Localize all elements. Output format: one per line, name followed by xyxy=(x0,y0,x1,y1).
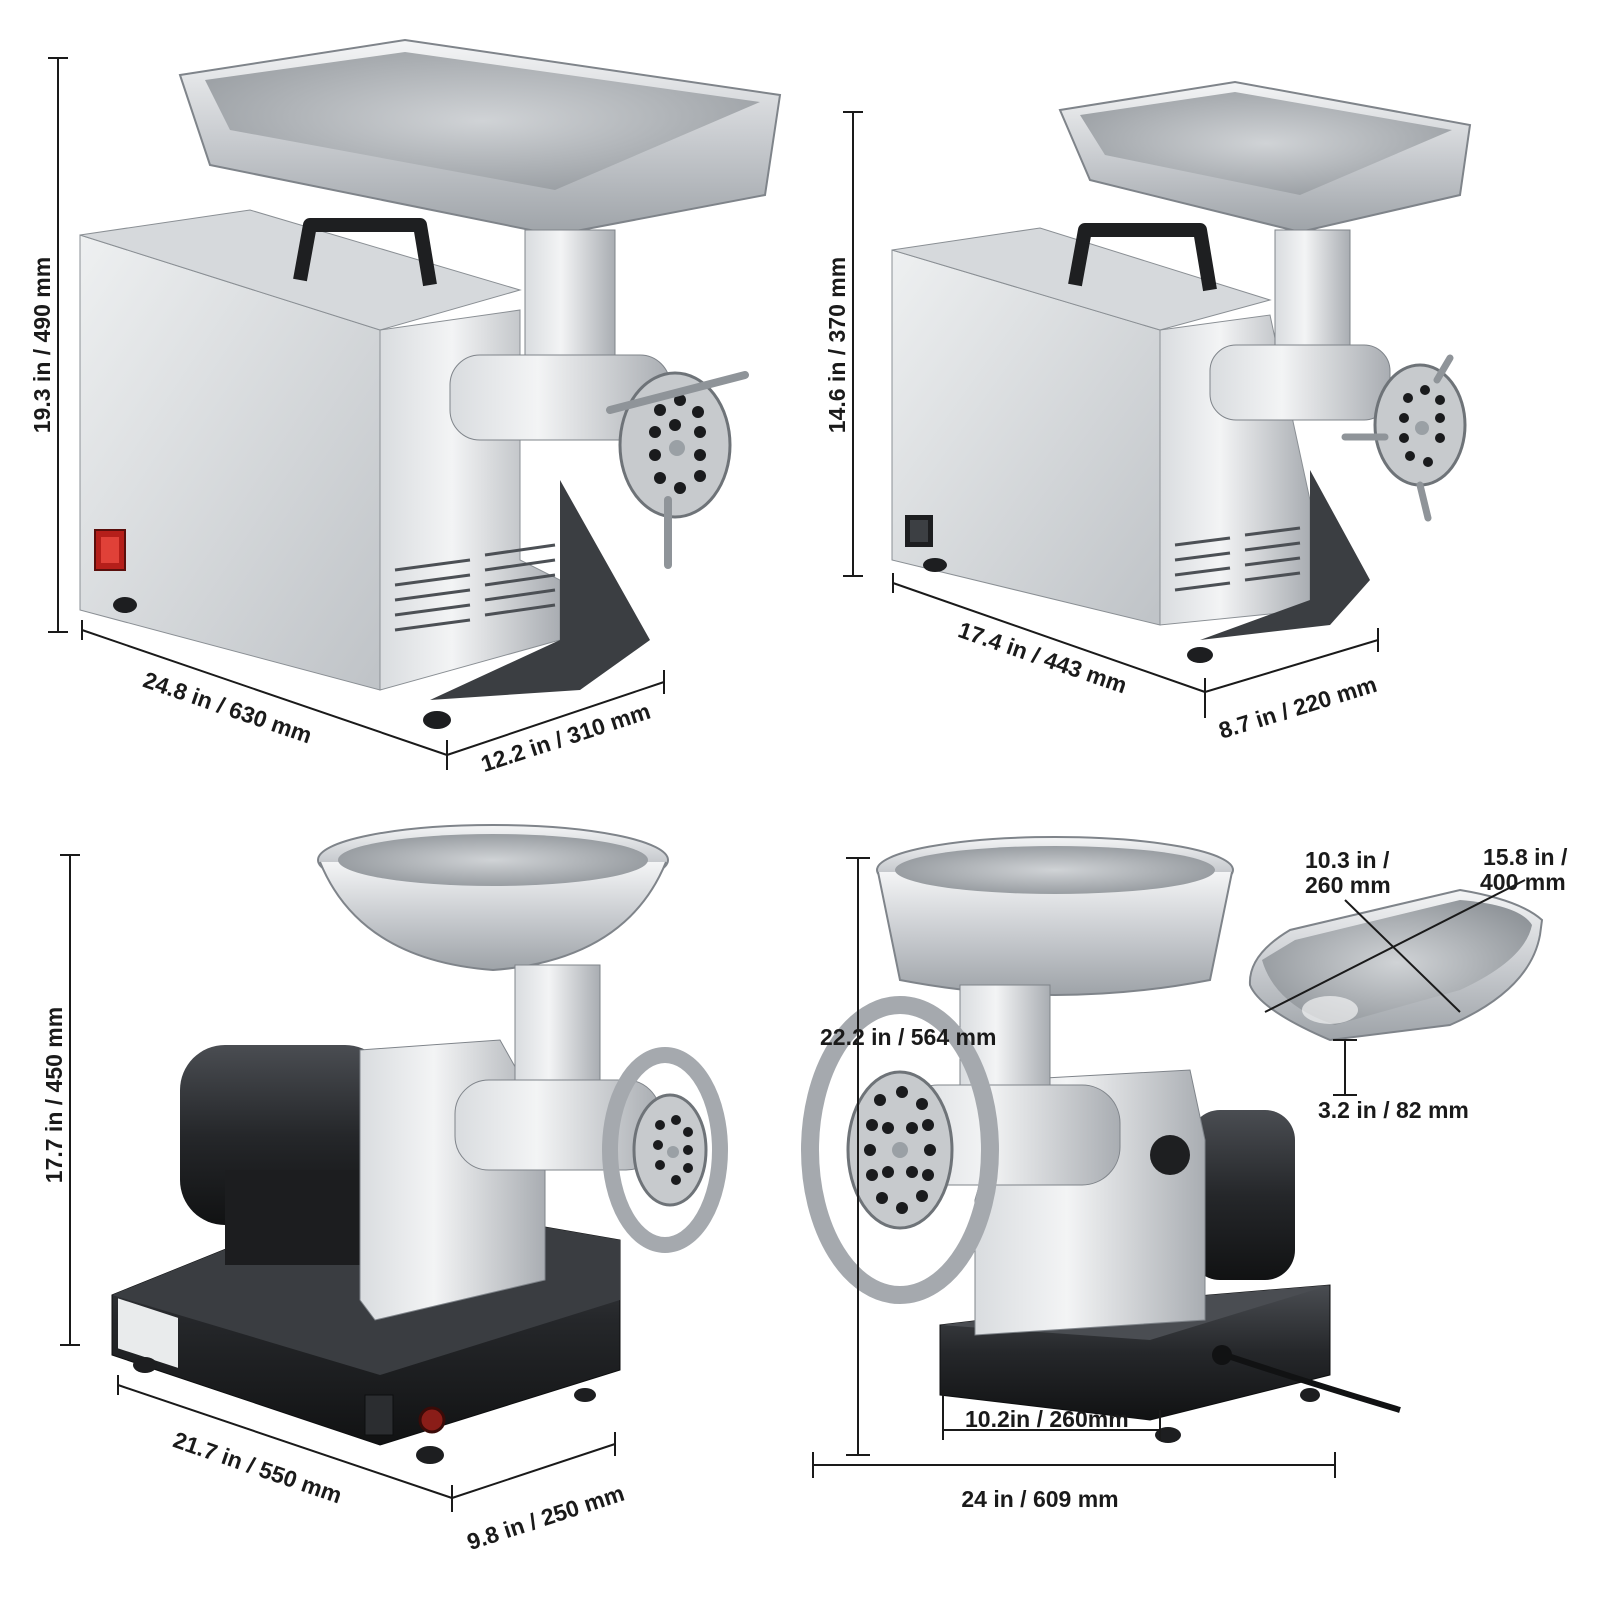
front-grinder-base-width-label: 10.2in / 260mm xyxy=(965,1406,1129,1432)
front-grinder-height-label: 22.2 in / 564 mm xyxy=(820,1024,996,1050)
tray-length-label-line2: 400 mm xyxy=(1480,869,1566,895)
tray-depth-label-line1: 10.3 in / xyxy=(1305,847,1390,873)
front-grinder-illustration xyxy=(801,836,1401,1443)
front-grinder-dimensions: 22.2 in / 564 mm 10.2in / 260mm 24 in / … xyxy=(812,844,1568,1512)
black-base-grinder-illustration xyxy=(111,824,728,1464)
feed-tray-icon xyxy=(1248,888,1544,1042)
compact-grinder-illustration xyxy=(891,80,1472,663)
large-grinder-width-label: 12.2 in / 310 mm xyxy=(478,698,654,777)
grinder-plate-icon xyxy=(618,371,732,519)
large-grinder-illustration xyxy=(79,38,782,729)
large-grinder-length-label: 24.8 in / 630 mm xyxy=(140,666,315,748)
large-grinder-height-label: 19.3 in / 490 mm xyxy=(29,257,55,433)
tray-length-label-line1: 15.8 in / xyxy=(1483,844,1568,870)
power-switch-icon xyxy=(364,1394,446,1436)
tray-depth-label-line2: 260 mm xyxy=(1305,872,1391,898)
grinder-plate-icon xyxy=(846,1070,954,1230)
power-switch-icon xyxy=(94,529,126,571)
grinder-plate-icon xyxy=(632,1093,708,1207)
power-switch-icon xyxy=(905,515,933,547)
black-base-grinder-height-label: 17.7 in / 450 mm xyxy=(41,1007,67,1183)
black-base-grinder-length-label: 21.7 in / 550 mm xyxy=(170,1426,345,1508)
black-base-grinder-width-label: 9.8 in / 250 mm xyxy=(464,1480,628,1555)
front-grinder-overall-width-label: 24 in / 609 mm xyxy=(961,1486,1118,1512)
grinder-plate-icon xyxy=(1373,363,1467,487)
tray-height-label: 3.2 in / 82 mm xyxy=(1318,1097,1469,1123)
compact-grinder-height-label: 14.6 in / 370 mm xyxy=(824,257,850,433)
